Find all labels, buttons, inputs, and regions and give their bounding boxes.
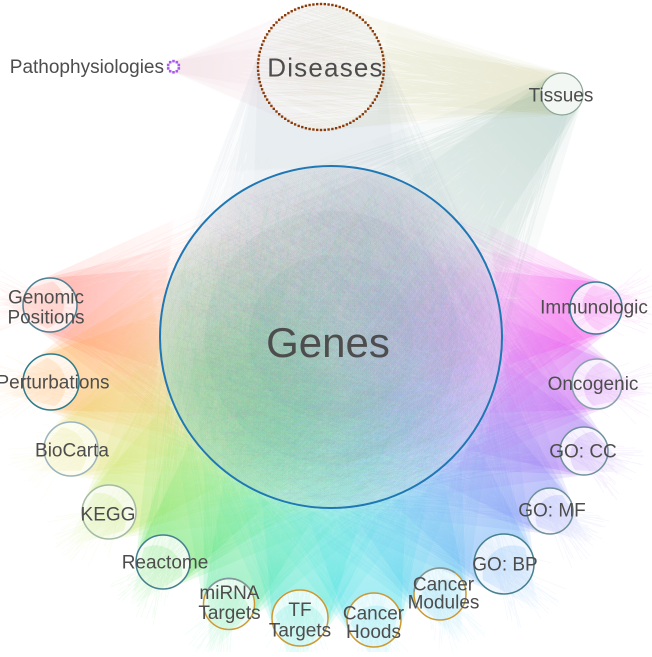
svg-text:GO: CC: GO: CC [549, 442, 617, 463]
svg-text:Oncogenic: Oncogenic [548, 374, 639, 395]
svg-text:GO: MF: GO: MF [518, 501, 586, 522]
svg-text:Perturbations: Perturbations [0, 373, 110, 394]
svg-text:KEGG: KEGG [81, 505, 136, 526]
svg-text:Tissues: Tissues [529, 85, 594, 106]
svg-text:Genes: Genes [266, 319, 390, 366]
svg-text:Reactome: Reactome [122, 553, 209, 574]
svg-text:BioCarta: BioCarta [35, 441, 109, 462]
svg-text:GO: BP: GO: BP [472, 555, 537, 576]
svg-text:Diseases: Diseases [267, 53, 384, 83]
svg-text:Pathophysiologies: Pathophysiologies [10, 57, 164, 78]
svg-text:Immunologic: Immunologic [540, 298, 648, 319]
